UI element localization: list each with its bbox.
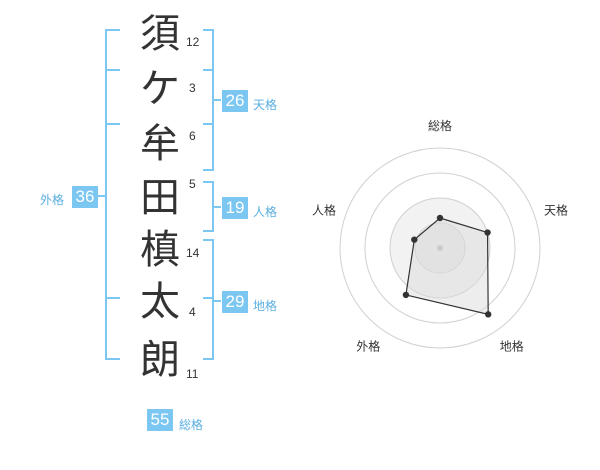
radar-axis-label-2: 天格 [544, 202, 568, 217]
radar-point-5 [411, 236, 418, 243]
name-char-3: 牟 [140, 121, 180, 167]
tenkaku-label: 天格 [253, 98, 278, 112]
name-char-6: 太 [140, 279, 180, 325]
radar-axis-label-5: 人格 [312, 202, 336, 217]
stroke-count-6: 4 [189, 305, 196, 319]
tenkaku-value: 26 [222, 90, 248, 112]
stroke-count-5: 14 [186, 246, 200, 260]
stroke-count-1: 12 [186, 35, 200, 49]
radar-axis-label-1: 総格 [428, 118, 452, 133]
soukaku-value: 55 [147, 409, 173, 431]
radar-axis-label-3: 地格 [500, 339, 524, 354]
name-char-5: 槙 [140, 227, 180, 273]
name-char-1: 須 [140, 11, 180, 57]
radar-point-3 [484, 311, 492, 318]
stroke-count-4: 5 [189, 177, 196, 191]
jinkaku-label: 人格 [253, 205, 278, 219]
stroke-count-3: 6 [189, 129, 196, 143]
radar-point-2 [484, 229, 491, 236]
jinkaku-value: 19 [222, 197, 248, 219]
soukaku-label: 総格 [179, 418, 204, 432]
gaikaku-value: 36 [72, 186, 98, 208]
stroke-count-7: 11 [186, 367, 199, 381]
stroke-count-2: 3 [189, 81, 196, 95]
radar-axis-label-4: 外格 [356, 339, 380, 354]
gaikaku-label: 外格 [40, 193, 65, 207]
chikaku-value: 29 [222, 291, 248, 313]
chikaku-label: 地格 [253, 299, 278, 313]
radar-point-4 [402, 291, 410, 299]
radar-point-1 [436, 214, 444, 222]
name-char-2: ケ [140, 66, 180, 112]
name-char-7: 朗 [140, 337, 180, 383]
radar-area [405, 217, 489, 316]
name-char-4: 田 [140, 175, 180, 221]
